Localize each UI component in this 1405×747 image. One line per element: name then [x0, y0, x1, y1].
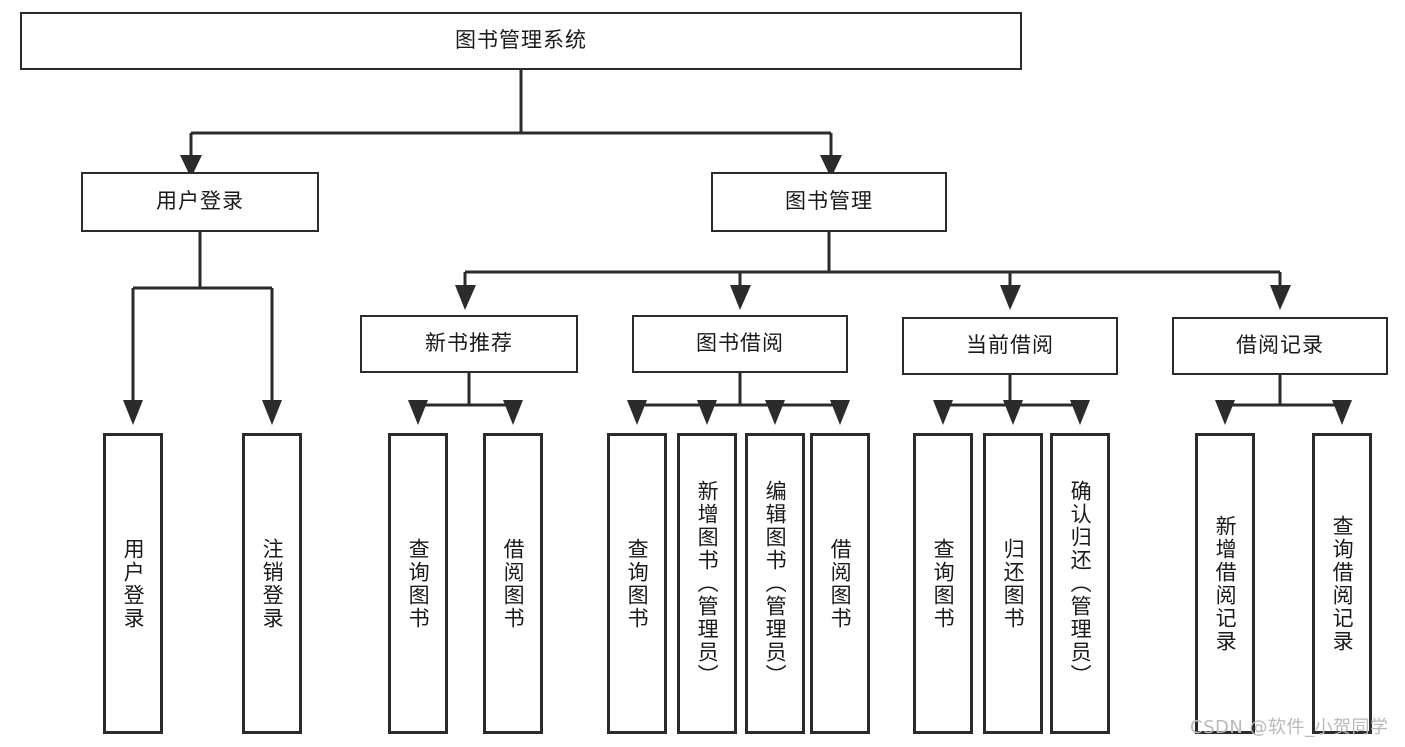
node-leaf-query-book-1[interactable]: 查询图书 [388, 433, 448, 734]
node-root-label: 图书管理系统 [455, 28, 587, 53]
arrowhead-book-manage [820, 155, 842, 178]
node-new-book-recommend[interactable]: 新书推荐 [360, 315, 578, 373]
arrowhead-bb-c2 [697, 400, 717, 425]
node-book-manage-label: 图书管理 [785, 189, 873, 214]
node-leaf-borrow-book-2-label: 借阅图书 [828, 537, 853, 630]
node-leaf-query-book-2-label: 查询图书 [625, 537, 650, 630]
node-borrow-record-label: 借阅记录 [1236, 333, 1324, 358]
node-leaf-user-login-label: 用户登录 [121, 537, 146, 630]
node-leaf-logout-login-label: 注销登录 [260, 537, 285, 630]
node-leaf-query-book-1-label: 查询图书 [406, 537, 431, 630]
node-leaf-return-book-label: 归还图书 [1001, 537, 1026, 630]
arrowhead-current-borrow [1000, 285, 1021, 310]
arrowhead-cb-c3 [1070, 400, 1090, 425]
node-leaf-borrow-book-1-label: 借阅图书 [501, 537, 526, 630]
arrowhead-br-c1 [1215, 400, 1235, 425]
node-book-manage[interactable]: 图书管理 [711, 172, 947, 232]
arrowhead-book-borrow [730, 285, 751, 310]
node-leaf-add-book-label: 新增图书（管理员） [695, 480, 720, 687]
node-leaf-query-book-2[interactable]: 查询图书 [607, 433, 667, 734]
arrowhead-new-book [455, 285, 476, 310]
arrowhead-leaf-logout [262, 400, 282, 425]
arrowhead-bb-c1 [627, 400, 647, 425]
node-leaf-borrow-book-1[interactable]: 借阅图书 [483, 433, 543, 734]
arrowhead-bb-c3 [765, 400, 785, 425]
node-current-borrow-label: 当前借阅 [966, 333, 1054, 358]
node-leaf-confirm-return[interactable]: 确认归还（管理员） [1050, 433, 1110, 734]
node-user-login[interactable]: 用户登录 [81, 172, 319, 232]
node-current-borrow[interactable]: 当前借阅 [902, 317, 1118, 375]
node-leaf-add-record[interactable]: 新增借阅记录 [1195, 433, 1255, 734]
arrowhead-bb-c4 [830, 400, 850, 425]
node-leaf-edit-book-label: 编辑图书（管理员） [763, 480, 788, 687]
node-book-borrow-label: 图书借阅 [696, 331, 784, 356]
arrowheads-layer [123, 155, 1352, 425]
node-borrow-record[interactable]: 借阅记录 [1172, 317, 1388, 375]
arrowhead-br-c2 [1332, 400, 1352, 425]
node-leaf-query-book-3[interactable]: 查询图书 [913, 433, 973, 734]
node-leaf-logout-login[interactable]: 注销登录 [242, 433, 302, 734]
node-leaf-edit-book[interactable]: 编辑图书（管理员） [745, 433, 805, 734]
node-leaf-return-book[interactable]: 归还图书 [983, 433, 1043, 734]
node-book-borrow[interactable]: 图书借阅 [632, 315, 848, 373]
arrowhead-nb-c2 [503, 400, 523, 425]
node-leaf-confirm-return-label: 确认归还（管理员） [1068, 480, 1093, 687]
node-leaf-borrow-book-2[interactable]: 借阅图书 [810, 433, 870, 734]
node-leaf-user-login[interactable]: 用户登录 [103, 433, 163, 734]
node-new-book-recommend-label: 新书推荐 [425, 331, 513, 356]
arrowhead-nb-c1 [408, 400, 428, 425]
arrowhead-user-login [180, 155, 202, 178]
node-user-login-label: 用户登录 [156, 189, 244, 214]
node-leaf-add-record-label: 新增借阅记录 [1213, 514, 1238, 653]
arrowhead-leaf-user-login [123, 400, 143, 425]
node-leaf-query-record-label: 查询借阅记录 [1330, 514, 1355, 653]
node-root[interactable]: 图书管理系统 [20, 12, 1022, 70]
node-leaf-query-record[interactable]: 查询借阅记录 [1312, 433, 1372, 734]
arrowhead-cb-c2 [1003, 400, 1023, 425]
node-leaf-add-book[interactable]: 新增图书（管理员） [677, 433, 737, 734]
arrowhead-cb-c1 [933, 400, 953, 425]
node-leaf-query-book-3-label: 查询图书 [931, 537, 956, 630]
arrowhead-borrow-record [1270, 285, 1291, 310]
